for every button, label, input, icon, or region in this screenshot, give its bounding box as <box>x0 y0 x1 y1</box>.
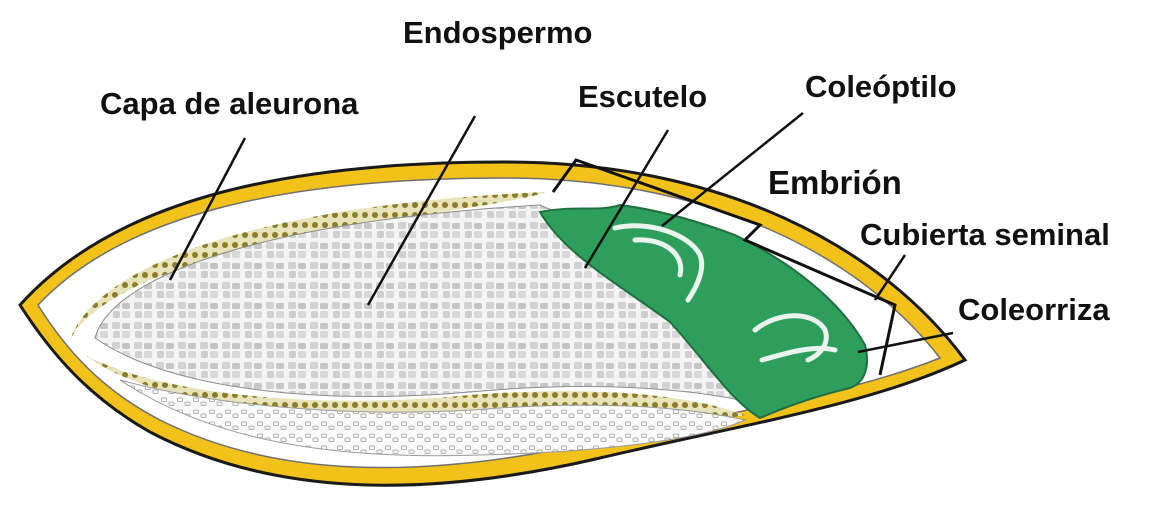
label-endospermo: Endospermo <box>403 15 592 50</box>
label-escutelo: Escutelo <box>578 79 707 114</box>
label-coleoptilo: Coleóptilo <box>805 69 957 104</box>
label-coleorriza: Coleorriza <box>958 292 1110 327</box>
label-capa-aleurona: Capa de aleurona <box>100 86 359 121</box>
label-cubierta-seminal: Cubierta seminal <box>860 217 1110 252</box>
label-embrion: Embrión <box>768 164 902 201</box>
